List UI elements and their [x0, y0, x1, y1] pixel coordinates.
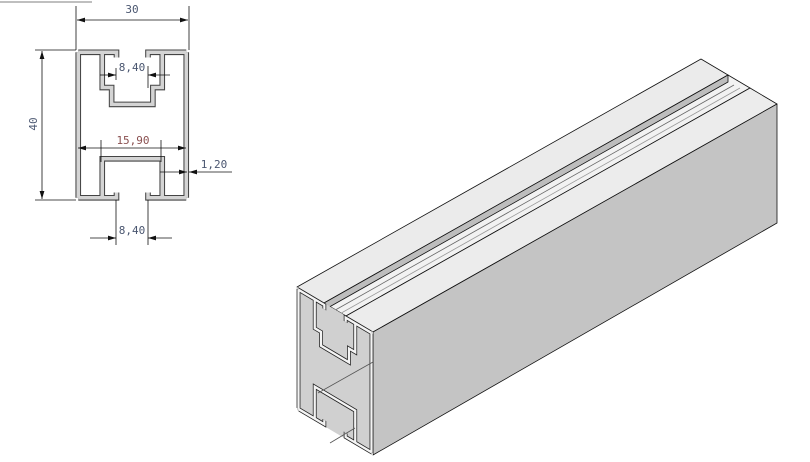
isometric-rail-view [296, 58, 778, 456]
dim-inner-width-label: 15,90 [116, 134, 149, 147]
dimension-lines [35, 6, 232, 245]
dim-height-label: 40 [27, 117, 40, 130]
dim-wall-label: 1,20 [201, 158, 228, 171]
dim-width-label: 30 [125, 3, 138, 16]
dim-bottom-slot-label: 8,40 [119, 224, 146, 237]
section-view: 30 40 8,40 15,90 1,20 8,40 [27, 3, 232, 245]
rail-inner-edge [317, 361, 374, 394]
dim-top-slot-label: 8,40 [119, 61, 146, 74]
profile-section [75, 49, 190, 201]
rail-front-section [296, 287, 374, 456]
